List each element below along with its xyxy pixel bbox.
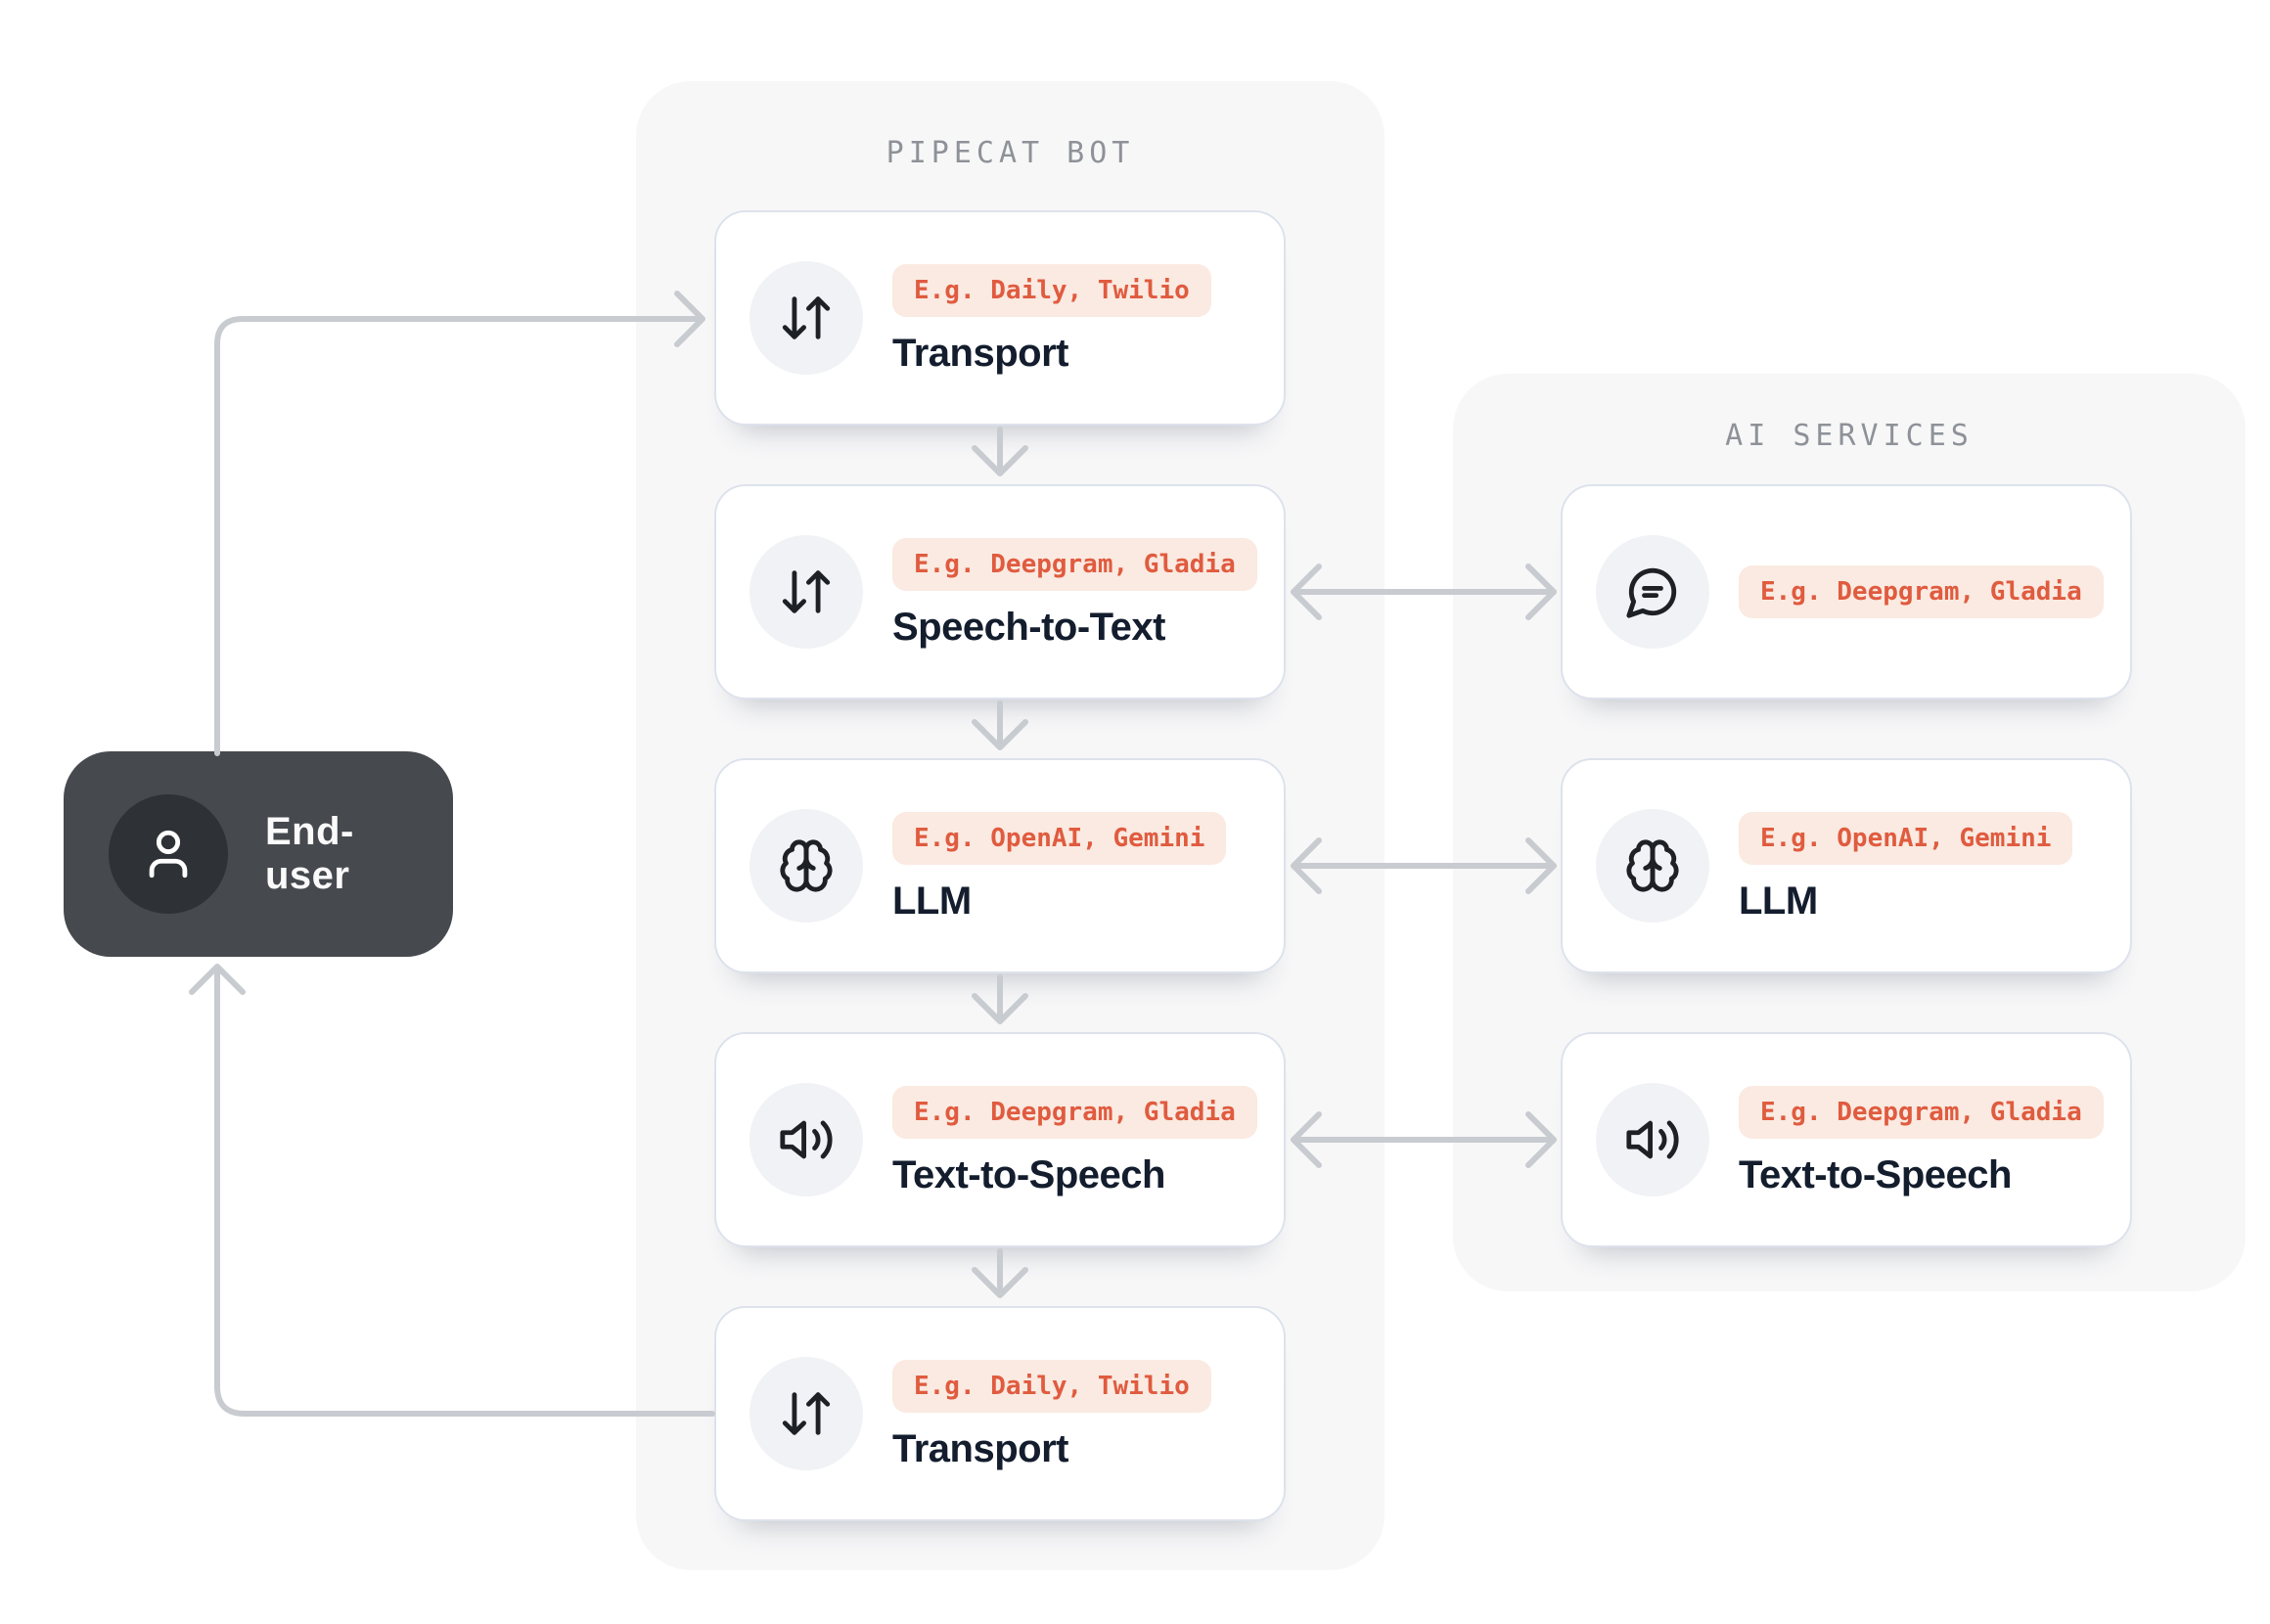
node-stt-service: E.g. Deepgram, Gladia xyxy=(1561,484,2132,699)
pipecat-panel-title: PIPECAT BOT xyxy=(885,136,1135,170)
node-tts-service: E.g. Deepgram, Gladia Text-to-Speech xyxy=(1561,1032,2132,1247)
user-icon xyxy=(109,794,228,914)
ai-panel-title: AI SERVICES xyxy=(1725,419,1974,453)
speech-bubble-icon xyxy=(1596,535,1709,649)
pipecat-bot-panel: PIPECAT BOT E.g. Daily, Twilio Transport… xyxy=(636,81,1385,1570)
node-title: Speech-to-Text xyxy=(892,605,1165,649)
brain-icon xyxy=(749,809,863,923)
node-title: Transport xyxy=(892,331,1068,375)
arrow-down-up-icon xyxy=(749,1357,863,1470)
speaker-icon xyxy=(749,1083,863,1196)
examples-badge: E.g. Daily, Twilio xyxy=(892,1359,1211,1413)
node-text-to-speech: E.g. Deepgram, Gladia Text-to-Speech xyxy=(714,1032,1286,1247)
node-llm: E.g. OpenAI, Gemini LLM xyxy=(714,758,1286,973)
node-title: Text-to-Speech xyxy=(1739,1152,2012,1196)
node-title: Text-to-Speech xyxy=(892,1152,1165,1196)
brain-icon xyxy=(1596,809,1709,923)
ai-services-panel: AI SERVICES E.g. Deepgram, Gladia E.g. O… xyxy=(1453,374,2246,1291)
edge-enduser-to-transport xyxy=(214,291,705,756)
node-title: LLM xyxy=(892,879,972,923)
node-title: LLM xyxy=(1739,879,1818,923)
end-user-label: End-user xyxy=(265,810,354,897)
node-speech-to-text: E.g. Deepgram, Gladia Speech-to-Text xyxy=(714,484,1286,699)
node-title: Transport xyxy=(892,1426,1068,1470)
examples-badge: E.g. OpenAI, Gemini xyxy=(1739,811,2073,865)
arrow-down-up-icon xyxy=(749,535,863,649)
examples-badge: E.g. OpenAI, Gemini xyxy=(892,811,1227,865)
node-llm-service: E.g. OpenAI, Gemini LLM xyxy=(1561,758,2132,973)
speaker-icon xyxy=(1596,1083,1709,1196)
node-transport-out: E.g. Daily, Twilio Transport xyxy=(714,1306,1286,1521)
arrow-down-up-icon xyxy=(749,261,863,375)
examples-badge: E.g. Deepgram, Gladia xyxy=(1739,565,2104,618)
node-transport-in: E.g. Daily, Twilio Transport xyxy=(714,210,1286,426)
examples-badge: E.g. Deepgram, Gladia xyxy=(1739,1085,2104,1139)
examples-badge: E.g. Daily, Twilio xyxy=(892,263,1211,317)
end-user-node: End-user xyxy=(64,751,453,957)
examples-badge: E.g. Deepgram, Gladia xyxy=(892,537,1257,591)
edge-transport-to-enduser xyxy=(189,964,715,1417)
examples-badge: E.g. Deepgram, Gladia xyxy=(892,1085,1257,1139)
